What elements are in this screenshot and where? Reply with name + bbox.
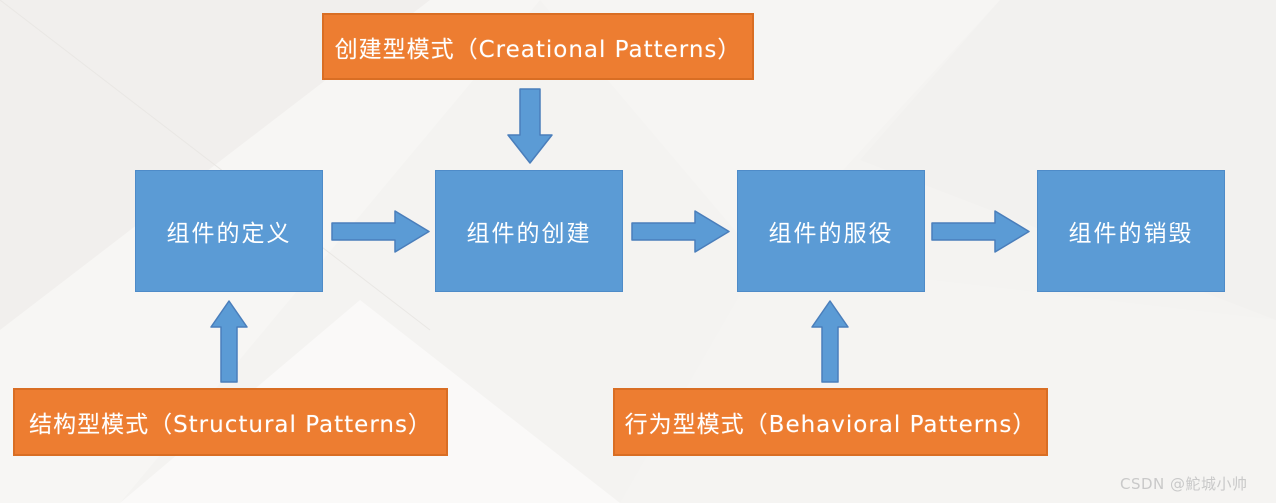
stage-service-label: 组件的服役 [768,221,894,247]
structural-patterns-label: 结构型模式（Structural Patterns） [29,412,432,438]
arrow-down-icon [507,88,553,164]
behavioral-patterns-box: 行为型模式（Behavioral Patterns） [613,388,1048,456]
csdn-watermark: CSDN @鮀城小帅 [1120,475,1248,493]
arrow-right-icon [931,209,1031,254]
stage-destruction-label: 组件的销毁 [1068,221,1194,247]
creational-patterns-box: 创建型模式（Creational Patterns） [322,13,754,80]
structural-patterns-box: 结构型模式（Structural Patterns） [13,388,448,456]
stage-creation-label: 组件的创建 [466,221,592,247]
behavioral-patterns-label: 行为型模式（Behavioral Patterns） [624,412,1037,438]
arrow-right-icon [331,209,431,254]
arrow-up-icon [210,300,248,383]
stage-box-creation: 组件的创建 [435,170,623,292]
stage-box-destruction: 组件的销毁 [1037,170,1225,292]
stage-box-definition: 组件的定义 [135,170,323,292]
stage-definition-label: 组件的定义 [166,221,292,247]
arrow-right-icon [631,209,731,254]
creational-patterns-label: 创建型模式（Creational Patterns） [334,36,742,63]
arrow-up-icon [811,300,849,383]
stage-box-service: 组件的服役 [737,170,925,292]
